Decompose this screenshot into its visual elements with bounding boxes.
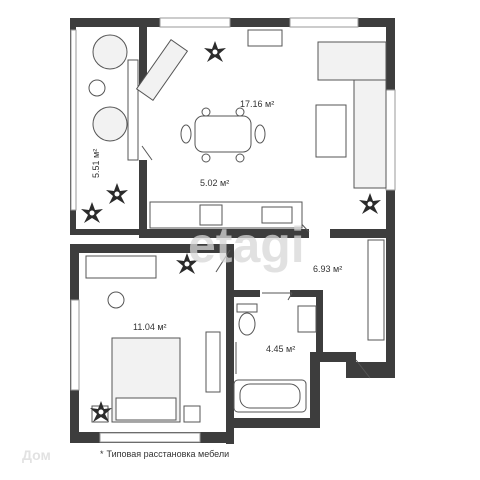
living-furniture <box>135 29 387 229</box>
footnote-star: * <box>100 449 104 459</box>
furniture-footnote: *Типовая расстановка мебели <box>100 449 229 459</box>
area-bathroom: 4.45 м² <box>266 344 295 354</box>
bath-fixtures <box>233 303 317 413</box>
area-kitchen-living: 17.16 м² <box>240 99 274 109</box>
watermark-corner: Дом <box>22 447 51 463</box>
windows <box>70 17 396 443</box>
area-kitchen-zone: 5.02 м² <box>200 178 229 188</box>
watermark-brand: etagi <box>188 217 305 273</box>
footnote-text: Типовая расстановка мебели <box>106 449 230 459</box>
bedroom-furniture <box>85 255 221 423</box>
hall-furniture <box>367 239 385 341</box>
area-hallway: 6.93 м² <box>313 264 342 274</box>
area-balcony: 5.51 м² <box>91 149 101 178</box>
area-bedroom: 11.04 м² <box>133 322 167 332</box>
balcony-furniture <box>88 34 139 161</box>
